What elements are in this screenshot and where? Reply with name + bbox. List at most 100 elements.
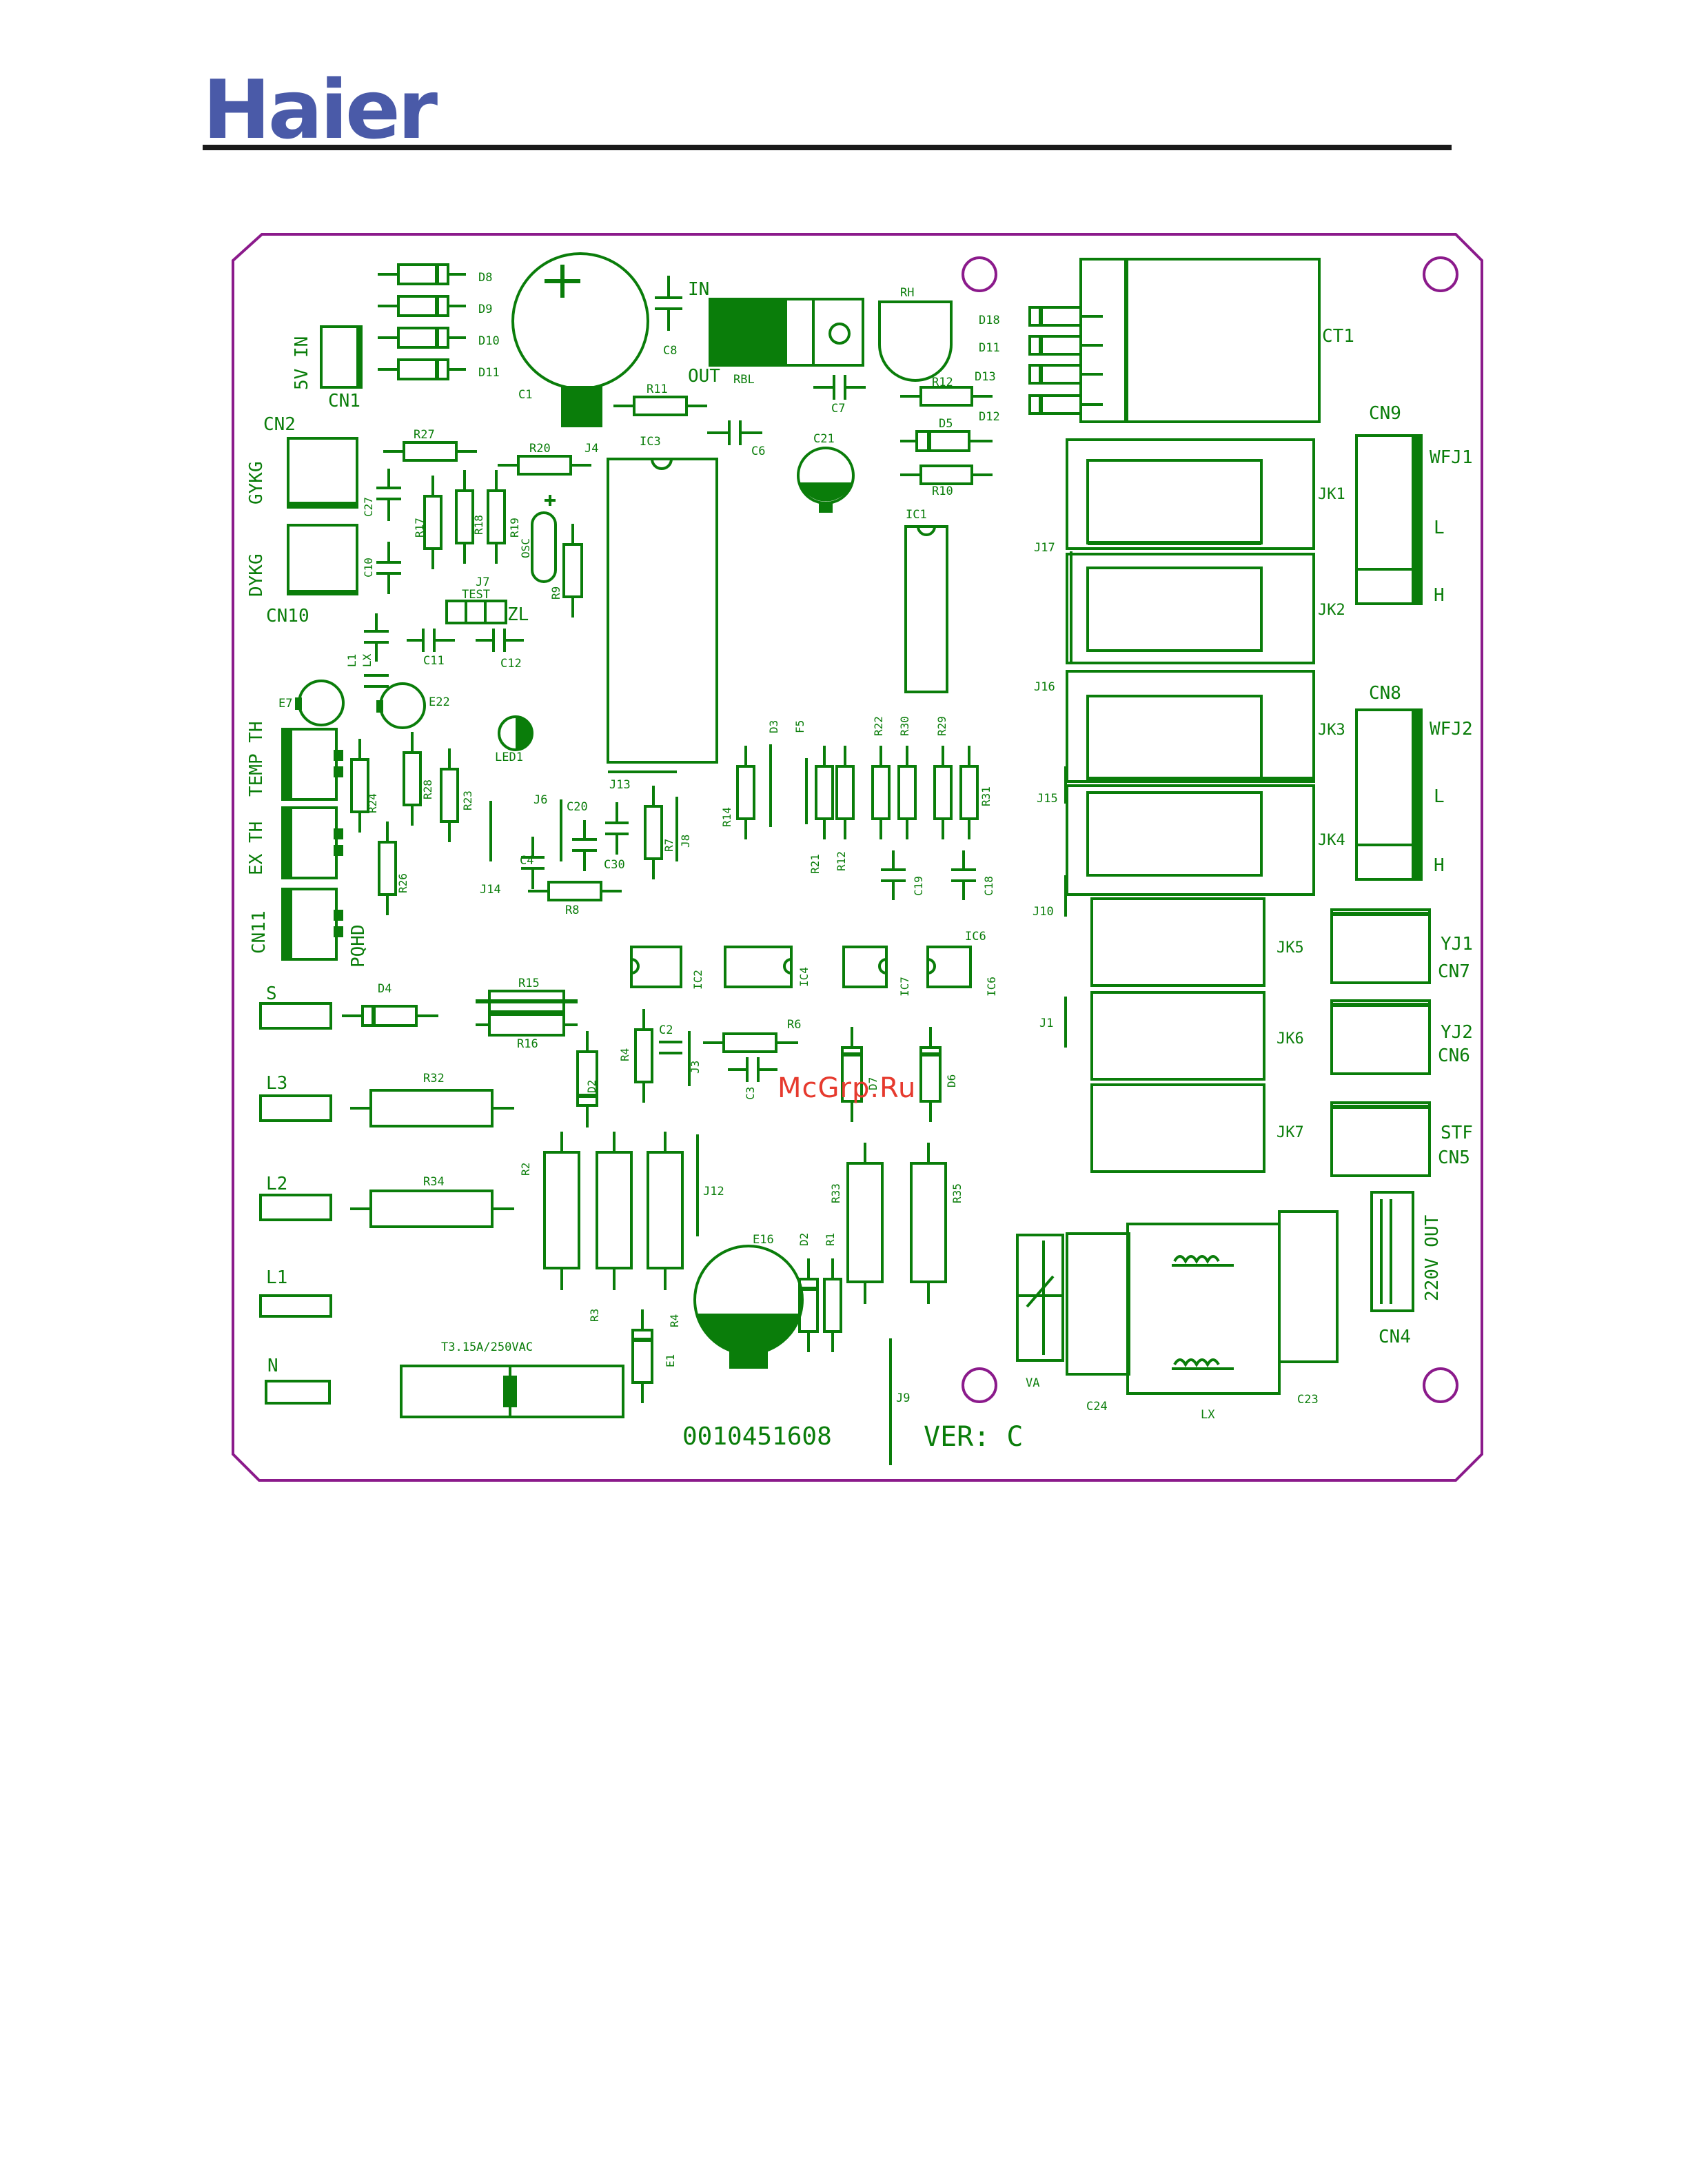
label-r11: R11 xyxy=(647,382,668,396)
label-ic6-pad: IC6 xyxy=(965,930,986,943)
sensor-rh xyxy=(878,300,953,382)
ic6 xyxy=(926,946,972,988)
label-jk6: JK6 xyxy=(1277,1030,1304,1048)
mount-hole xyxy=(962,256,997,292)
label-j1: J1 xyxy=(1039,1017,1053,1030)
label-jk5: JK5 xyxy=(1277,939,1304,957)
label-cn9: CN9 xyxy=(1369,403,1401,424)
label-l3: L3 xyxy=(266,1073,287,1094)
label-d8: D8 xyxy=(478,271,492,285)
label-j6: J6 xyxy=(533,793,547,807)
label-r6: R6 xyxy=(787,1018,801,1032)
label-j16: J16 xyxy=(1034,680,1055,694)
connector-cn10 xyxy=(287,524,358,595)
label-d18: D18 xyxy=(979,314,1000,327)
label-c7: C7 xyxy=(831,402,845,416)
label-l2: L2 xyxy=(266,1174,287,1194)
label-e22: E22 xyxy=(429,695,450,709)
mount-hole xyxy=(1423,256,1458,292)
label-d3: D3 xyxy=(767,720,780,733)
pad-n xyxy=(265,1380,331,1405)
label-c3: C3 xyxy=(744,1087,757,1100)
label-j8: J8 xyxy=(679,835,692,848)
label-r26: R26 xyxy=(396,873,409,893)
label-d7: D7 xyxy=(866,1077,879,1090)
label-osc: OSC xyxy=(519,538,532,558)
label-l1c: L1 xyxy=(345,654,358,667)
label-220v-out: 220V OUT xyxy=(1422,1214,1443,1301)
label-r1: R1 xyxy=(824,1233,837,1246)
label-f5: F5 xyxy=(793,720,806,733)
label-j14: J14 xyxy=(480,883,501,897)
label-cn10: CN10 xyxy=(266,606,309,626)
label-zl: ZL xyxy=(507,604,529,625)
label-yj1: YJ1 xyxy=(1441,934,1473,955)
label-c21: C21 xyxy=(813,432,835,446)
label-d2b: D2 xyxy=(797,1233,811,1246)
label-rbl: RBL xyxy=(733,373,755,387)
relay-jk5 xyxy=(1090,897,1265,987)
label-jk2: JK2 xyxy=(1318,602,1345,619)
label-c8: C8 xyxy=(663,344,677,358)
label-r20: R20 xyxy=(529,442,551,456)
label-r31: R31 xyxy=(979,786,993,806)
label-in: IN xyxy=(688,279,709,300)
label-ct1: CT1 xyxy=(1322,326,1354,347)
label-r9: R9 xyxy=(549,586,562,600)
label-yj2: YJ2 xyxy=(1441,1022,1473,1043)
fuse xyxy=(400,1365,624,1418)
ic3 xyxy=(607,458,718,764)
label-fuse: T3.15A/250VAC xyxy=(441,1340,533,1354)
label-c2: C2 xyxy=(659,1023,673,1037)
label-h-cn8: H xyxy=(1434,855,1445,876)
label-r18: R18 xyxy=(472,515,485,535)
label-ex-th: EX TH xyxy=(246,821,267,875)
capacitor-c1 xyxy=(511,252,649,390)
label-cn7: CN7 xyxy=(1438,961,1470,982)
label-stf: STF xyxy=(1441,1123,1473,1143)
label-d9: D9 xyxy=(478,303,492,316)
transformer-ct1 xyxy=(1079,258,1321,423)
label-r3: R3 xyxy=(588,1309,601,1322)
label-lx: LX xyxy=(1201,1408,1215,1422)
label-c27: C27 xyxy=(362,497,375,517)
resistor-r34 xyxy=(369,1190,494,1228)
label-s: S xyxy=(266,983,277,1004)
label-j10: J10 xyxy=(1033,905,1054,919)
label-pqhd: PQHD xyxy=(348,924,369,968)
label-c18: C18 xyxy=(982,876,995,896)
label-ic2: IC2 xyxy=(691,970,704,990)
label-out: OUT xyxy=(688,366,720,387)
label-c1: C1 xyxy=(518,388,532,402)
connector-cn4 xyxy=(1370,1191,1414,1312)
label-d2: D2 xyxy=(585,1080,598,1093)
pad-l3 xyxy=(259,1094,332,1122)
label-5v-in: 5V IN xyxy=(292,336,312,390)
mount-hole xyxy=(1423,1367,1458,1403)
label-c23: C23 xyxy=(1297,1393,1319,1407)
label-r24: R24 xyxy=(366,793,379,813)
relay-jk3 xyxy=(1066,670,1315,783)
label-n: N xyxy=(267,1356,278,1376)
label-c19: C19 xyxy=(912,876,925,896)
label-l-cn8: L xyxy=(1434,786,1445,807)
label-ic7: IC7 xyxy=(898,977,911,997)
label-c6: C6 xyxy=(751,445,765,458)
test-header-j7 xyxy=(445,600,507,624)
label-e7: E7 xyxy=(278,697,292,711)
label-ic4: IC4 xyxy=(797,967,811,987)
label-r17: R17 xyxy=(413,518,426,538)
label-jk4: JK4 xyxy=(1318,832,1345,849)
svg-text:Haier: Haier xyxy=(203,69,438,145)
label-d5: D5 xyxy=(939,417,953,431)
label-j4: J4 xyxy=(584,442,598,456)
label-d4: D4 xyxy=(378,982,392,996)
label-cn5: CN5 xyxy=(1438,1147,1470,1168)
connector-cn5 xyxy=(1330,1101,1431,1177)
label-d6: D6 xyxy=(945,1074,958,1088)
label-r30: R30 xyxy=(898,716,911,736)
label-j12: J12 xyxy=(703,1185,724,1198)
label-temp-th: TEMP TH xyxy=(246,721,267,797)
label-e16: E16 xyxy=(753,1233,774,1247)
label-ic3: IC3 xyxy=(640,435,661,449)
